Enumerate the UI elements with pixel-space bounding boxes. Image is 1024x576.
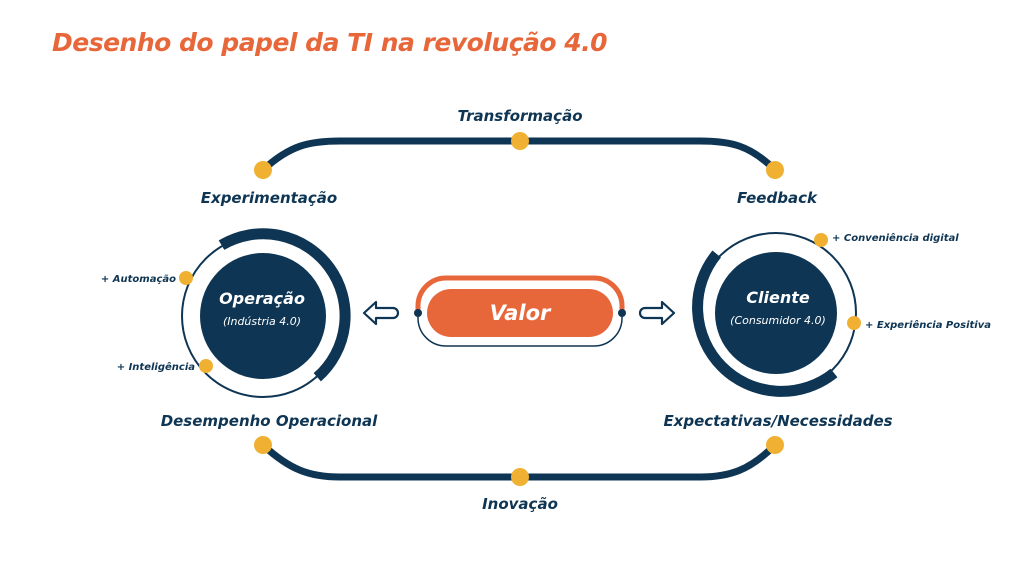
bottom-arc-left-label: Desempenho Operacional	[161, 412, 378, 430]
right-node-attr-dot-2	[847, 316, 861, 330]
page-title: Desenho do papel da TI na revolução 4.0	[52, 28, 608, 57]
left-node-title: Operação	[219, 289, 305, 308]
right-node-thick-arc	[692, 250, 838, 397]
left-node: Operação (Indústria 4.0) + Automação + I…	[101, 228, 351, 398]
top-arc: Transformação Experimentação Feedback	[201, 107, 818, 207]
valor-outer-top-stroke	[415, 275, 625, 310]
right-node-subtitle: (Consumidor 4.0)	[730, 314, 826, 327]
top-arc-right-dot	[766, 161, 784, 179]
right-node-attr-dot-1	[814, 233, 828, 247]
right-node-attr-1: + Conveniência digital	[832, 232, 959, 244]
right-node-attr-2: + Experiência Positiva	[865, 319, 991, 331]
right-node-title: Cliente	[746, 288, 810, 307]
left-node-attr-2: + Inteligência	[117, 361, 196, 373]
bottom-arc-right-label: Expectativas/Necessidades	[663, 412, 892, 430]
right-node: Cliente (Consumidor 4.0) + Conveniência …	[692, 232, 991, 397]
left-node-thick-arc	[218, 228, 351, 382]
top-arc-right-label: Feedback	[737, 189, 818, 207]
arrow-left-outline-icon	[362, 300, 400, 326]
valor-left-dot	[414, 309, 422, 317]
left-node-attr-1: + Automação	[101, 274, 176, 285]
valor-right-dot	[618, 309, 626, 317]
top-arc-left-dot	[254, 161, 272, 179]
top-arc-center-dot	[511, 132, 529, 150]
center-node: Valor	[362, 275, 676, 347]
bottom-arc: Inovação Desempenho Operacional Expectat…	[161, 412, 893, 513]
bottom-arc-center-dot	[511, 468, 529, 486]
left-node-attr-dot-2	[199, 359, 213, 373]
valor-outer-bottom-stroke	[417, 313, 623, 347]
left-node-core	[200, 253, 326, 379]
bottom-arc-center-label: Inovação	[482, 495, 558, 513]
left-node-attr-dot-1	[179, 271, 193, 285]
bottom-arc-right-dot	[766, 436, 784, 454]
right-node-core	[715, 252, 837, 374]
valor-label: Valor	[490, 301, 552, 325]
bottom-arc-left-dot	[254, 436, 272, 454]
top-arc-left-label: Experimentação	[201, 189, 337, 207]
arrow-right-outline-icon	[638, 300, 676, 326]
left-node-subtitle: (Indústria 4.0)	[223, 315, 301, 328]
valor-pill	[427, 289, 613, 337]
top-arc-center-label: Transformação	[457, 107, 582, 125]
